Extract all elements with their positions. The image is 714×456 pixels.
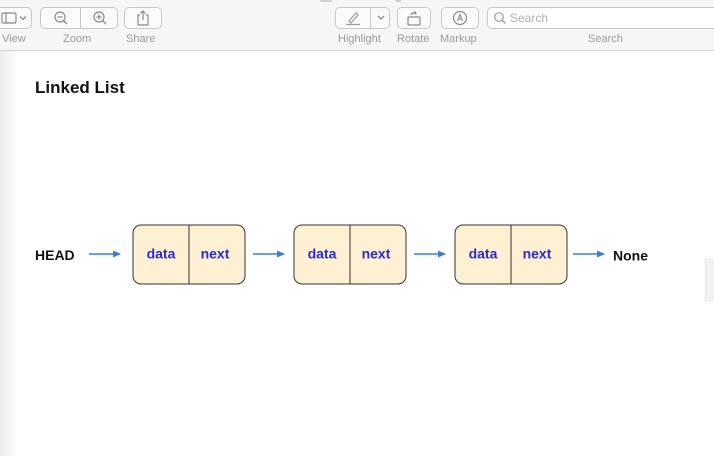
zoom-in-icon — [92, 11, 106, 25]
sidebar-gutter — [0, 51, 16, 456]
share-button[interactable] — [124, 7, 162, 29]
view-label: View — [2, 33, 26, 45]
rotate-icon — [407, 11, 421, 26]
sidebar-icon — [1, 12, 27, 24]
list-node: data next — [454, 224, 568, 285]
none-label: None — [613, 248, 648, 264]
zoom-out-button[interactable] — [41, 8, 80, 28]
zoom-out-icon — [53, 11, 67, 25]
highlight-button[interactable] — [336, 8, 370, 28]
search-icon — [494, 12, 506, 24]
page-title: Linked List — [35, 78, 125, 97]
highlight-label: Highlight — [338, 33, 381, 45]
search-label: Search — [588, 33, 623, 45]
search-input[interactable]: Search — [487, 7, 714, 29]
node-data-label: data — [308, 246, 337, 262]
node-data-label: data — [147, 246, 176, 262]
search-placeholder: Search — [510, 11, 549, 25]
highlighter-icon — [346, 12, 360, 26]
markup-button[interactable] — [441, 7, 479, 29]
zoom-label: Zoom — [63, 33, 92, 45]
share-icon — [137, 10, 149, 26]
highlight-control — [335, 7, 390, 29]
markup-label: Markup — [440, 33, 477, 45]
chevron-down-icon — [377, 15, 384, 20]
highlight-dropdown[interactable] — [371, 8, 390, 28]
list-node: data next — [132, 224, 246, 285]
scroll-edge — [705, 258, 714, 302]
head-label: HEAD — [35, 247, 75, 263]
zoom-divider — [80, 8, 81, 28]
view-button[interactable] — [0, 7, 32, 29]
rotate-label: Rotate — [397, 33, 430, 45]
window-title-stub-2 — [395, 0, 401, 2]
node-next-label: next — [201, 246, 230, 262]
zoom-control — [40, 7, 118, 29]
list-node: data next — [293, 224, 407, 285]
zoom-in-button[interactable] — [81, 8, 118, 28]
markup-icon — [452, 10, 468, 26]
window-title-stub — [320, 0, 332, 2]
share-label: Share — [126, 33, 156, 45]
toolbar: View Zoom — [0, 0, 714, 51]
node-next-label: next — [362, 246, 391, 262]
rotate-button[interactable] — [397, 7, 431, 29]
node-data-label: data — [469, 246, 498, 262]
node-next-label: next — [523, 246, 552, 262]
highlight-divider — [370, 8, 371, 28]
